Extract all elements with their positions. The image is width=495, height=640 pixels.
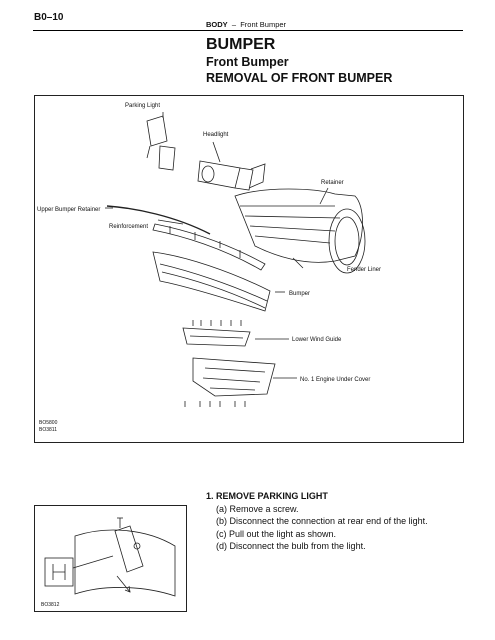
label-headlight: Headlight (203, 132, 229, 138)
procedure-steps: 1. REMOVE PARKING LIGHT (a) Remove a scr… (206, 490, 476, 553)
bumper-corner (74, 529, 176, 597)
label-bumper: Bumper (289, 291, 310, 297)
running-header: BODY – Front Bumper (206, 20, 286, 29)
fender-wheel-arch (328, 208, 366, 274)
step-1d: (d) Disconnect the bulb from the light. (216, 541, 366, 551)
bumper-exploded-diagram: Parking Light Headlight Retainer Upper B… (34, 95, 464, 443)
page-title: BUMPER (206, 36, 276, 53)
diagram-drawing: Parking Light Headlight Retainer Upper B… (37, 103, 381, 433)
section-title: REMOVAL OF FRONT BUMPER (206, 71, 393, 85)
page-subtitle: Front Bumper (206, 55, 289, 69)
engine-under-cover-part (192, 357, 276, 397)
step-1a: (a) Remove a screw. (216, 503, 299, 514)
label-parking-light: Parking Light (125, 103, 160, 109)
lower-wind-guide-part (182, 327, 251, 347)
step-1c: (c) Pull out the light as shown. (216, 528, 337, 539)
headlight-part (197, 160, 241, 189)
figure-code-2: BO3811 (39, 427, 57, 433)
header-separator: – (231, 20, 237, 29)
upper-retainer-part (106, 205, 211, 235)
header-topic: Front Bumper (240, 20, 287, 29)
connector-detail (44, 557, 74, 587)
page-number: B0–10 (34, 12, 64, 23)
parking-light-removal-figure: BO3812 (34, 505, 187, 612)
label-engine-under-cover: No. 1 Engine Under Cover (300, 377, 370, 383)
label-lower-wind-guide: Lower Wind Guide (292, 337, 342, 343)
label-retainer: Retainer (321, 180, 344, 186)
header-section: BODY (206, 20, 228, 29)
parking-light-part (146, 115, 168, 147)
label-upper-bumper-retainer: Upper Bumper Retainer (37, 207, 100, 213)
reinforcement-part (152, 223, 266, 271)
step-1-title: 1. REMOVE PARKING LIGHT (206, 491, 328, 501)
label-fender-liner: Fender Liner (347, 267, 381, 273)
figure-code-1: BO5800 (39, 420, 58, 426)
body-panel (234, 188, 363, 263)
label-reinforcement: Reinforcement (109, 224, 148, 230)
bumper-part (152, 251, 271, 312)
parking-light-unit (114, 525, 144, 573)
step-1b: (b) Disconnect the connection at rear en… (216, 516, 428, 526)
removal-drawing: BO3812 (41, 517, 176, 608)
small-figure-code: BO3812 (41, 602, 60, 608)
header-rule (33, 30, 463, 31)
